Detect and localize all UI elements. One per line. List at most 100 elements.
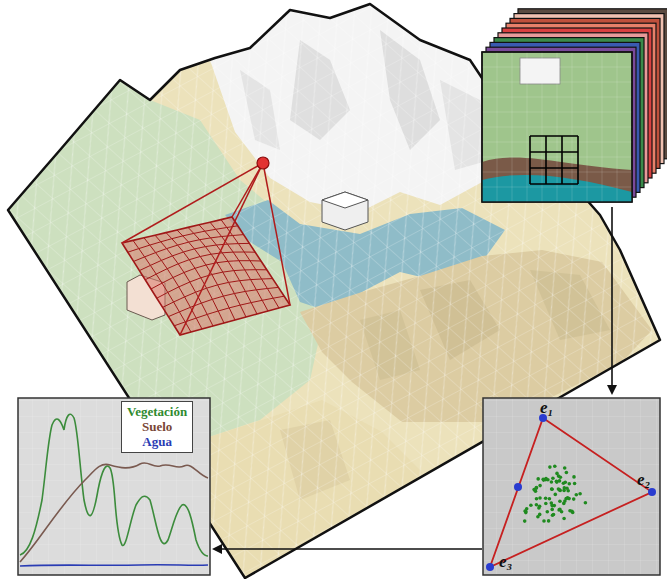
pixel-dot [572, 475, 576, 479]
endmember-dot [486, 563, 494, 571]
endmember-label: e₃ [499, 553, 512, 570]
simplex-plot [483, 398, 660, 575]
pixel-dot [558, 508, 562, 512]
band-image [482, 52, 632, 202]
pixel-dot [541, 477, 545, 481]
pixel-dot [573, 482, 577, 486]
sensor-point [257, 157, 269, 169]
pixel-dot [529, 503, 533, 507]
footprint-grid [163, 279, 273, 308]
pixel-grid [482, 187, 632, 188]
pixel-dot [523, 509, 527, 513]
pixel-dot [537, 506, 541, 510]
pixel-dot [550, 487, 554, 491]
pixel-dot [535, 486, 539, 490]
pixel-grid [482, 157, 632, 158]
pixel-dot [554, 493, 558, 497]
pixel-dot [535, 486, 539, 490]
pixel-dot [584, 501, 588, 505]
footprint-grid [144, 238, 202, 329]
pixel-dot [557, 487, 561, 491]
pixel-dot [550, 508, 554, 512]
band-snow [520, 58, 560, 84]
footprint-grid [151, 261, 261, 289]
pixel-window [530, 183, 578, 185]
pixel-dot [568, 482, 572, 486]
flow-arrow [214, 548, 482, 550]
pixel-grid [587, 52, 588, 202]
pixel-dot [553, 464, 557, 468]
footprint-grid [174, 296, 284, 326]
legend-box: VegetaciónSueloAgua [121, 401, 193, 453]
spectra-plot [18, 398, 210, 575]
pixel-window [530, 151, 578, 153]
pixel-dot [563, 499, 567, 503]
endmember-label: e₂ [637, 471, 650, 488]
pixel-dot [564, 480, 568, 484]
pixel-dot [535, 503, 539, 507]
pixel-dot [544, 497, 548, 501]
pixel-dot [567, 497, 571, 501]
endmember-dot [648, 488, 656, 496]
view-ray [122, 163, 263, 243]
endmember-dot [514, 483, 522, 491]
pixel-dot [552, 513, 556, 517]
image-cube [482, 9, 667, 202]
pixel-dot [565, 471, 569, 475]
legend-entry: Agua [127, 434, 187, 449]
pixel-dot [568, 509, 572, 513]
pixel-dot [547, 519, 551, 523]
footprint-grid [157, 270, 267, 299]
sensor-footprint [122, 157, 290, 335]
pixel-dot [562, 517, 566, 521]
legend-entry: Suelo [127, 419, 187, 434]
pixel-dot [544, 502, 548, 506]
pixel-dot [548, 497, 552, 501]
pixel-dot [559, 476, 563, 480]
footprint-grid [133, 240, 191, 332]
footprint-grid [166, 233, 224, 323]
pixel-dot [546, 510, 550, 514]
pixel-window [561, 136, 563, 184]
view-ray [263, 163, 290, 305]
pixel-dot [572, 497, 576, 501]
pixel-window [529, 136, 531, 184]
pixel-dot [563, 466, 567, 470]
legend-entry: Vegetación [127, 404, 187, 419]
pixel-grid [482, 127, 632, 128]
pixel-dot [558, 499, 562, 503]
pixel-dot [536, 515, 540, 519]
pixel-dot [548, 465, 552, 469]
footprint-grid [168, 287, 278, 316]
pixel-dot [535, 497, 539, 501]
pixel-dot [551, 513, 555, 517]
footprint-grid [177, 230, 235, 320]
pixel-grid [602, 52, 603, 202]
pixel-dot [551, 477, 555, 481]
pixel-dot [534, 490, 538, 494]
pixel-dot [563, 486, 567, 490]
pixel-dot [566, 489, 570, 493]
pixel-dot [555, 480, 559, 484]
footprint-patch [122, 217, 290, 335]
pixel-dot [558, 479, 562, 483]
pixel-grid [482, 142, 632, 143]
view-ray [180, 163, 263, 335]
pixel-dot [578, 492, 582, 496]
pixel-dot [538, 484, 542, 488]
pixel-dot [523, 519, 527, 523]
pixel-window [530, 135, 578, 137]
pixel-window [577, 136, 579, 184]
pixel-dot [550, 488, 554, 492]
pixel-dot [550, 504, 554, 508]
endmember-label: e₁ [540, 399, 553, 416]
pixel-window [545, 136, 547, 184]
pixel-dot [550, 480, 554, 484]
pixel-window [530, 167, 578, 169]
pixel-dot [542, 519, 546, 523]
pixel-grid [482, 172, 632, 173]
pixel-dot [536, 477, 540, 481]
footprint-grid [188, 227, 246, 317]
